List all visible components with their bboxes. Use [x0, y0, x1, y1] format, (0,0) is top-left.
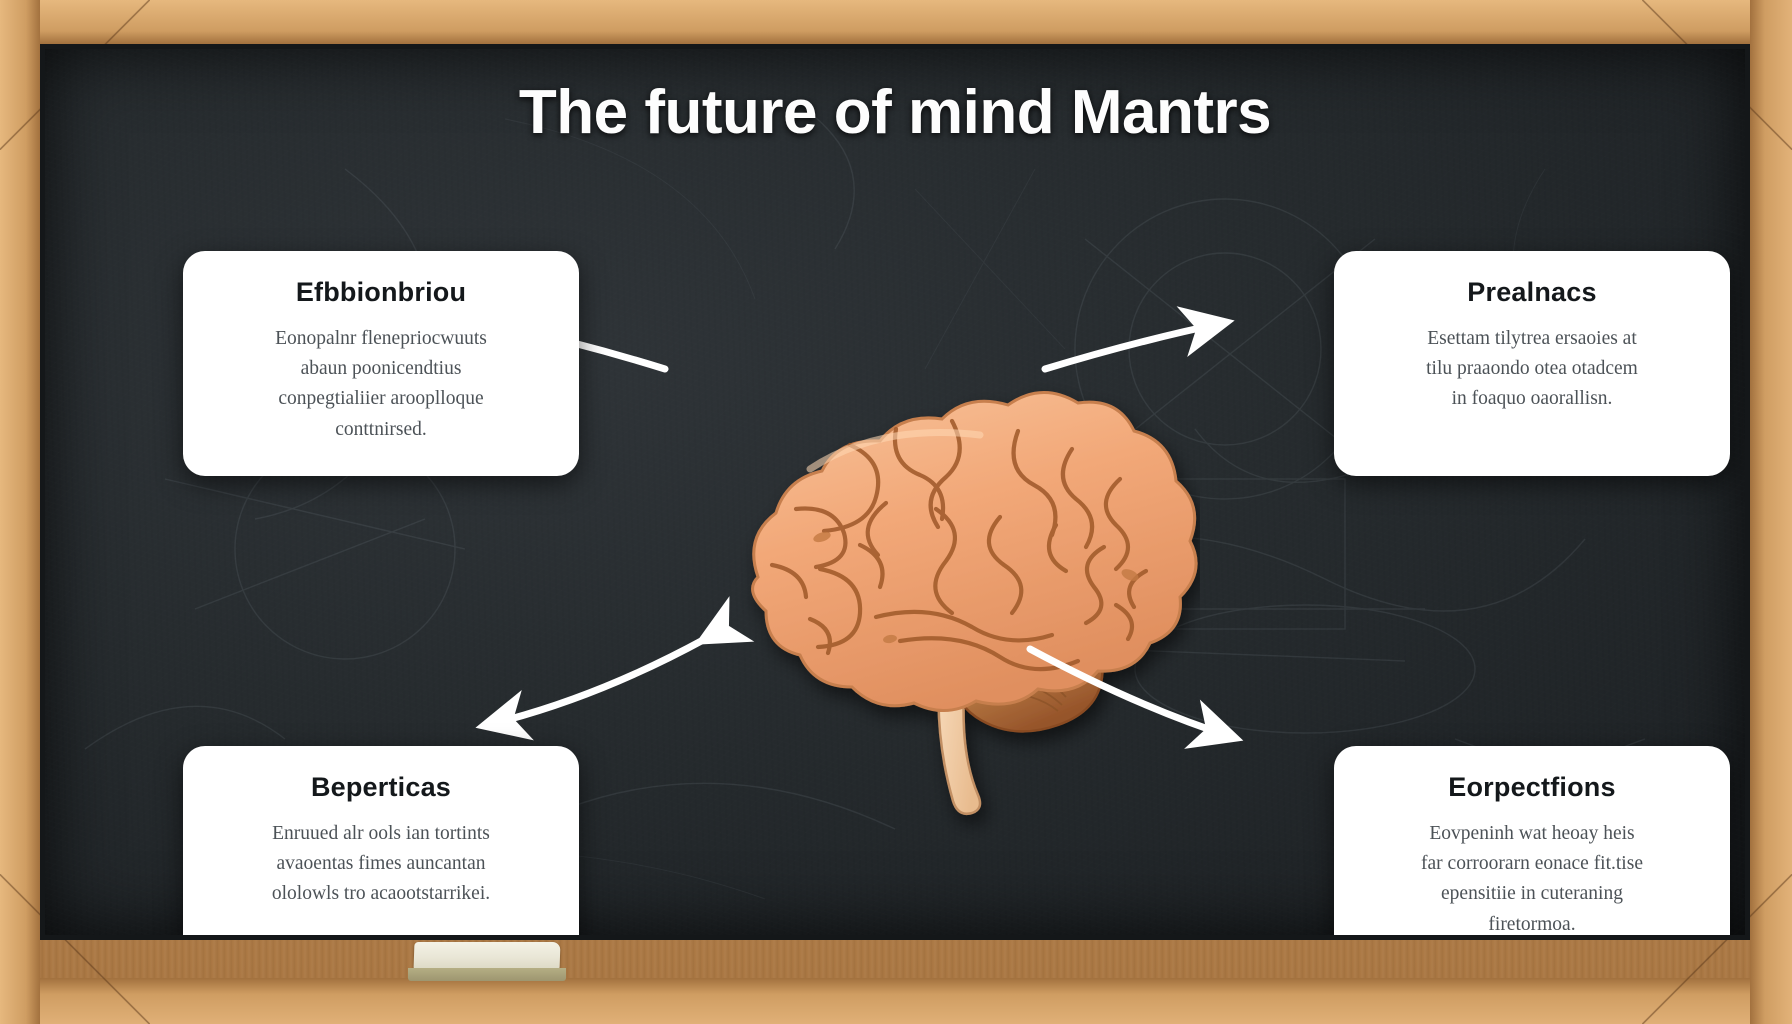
arrow-to-bottom-left	[475, 596, 755, 741]
brain-dimples	[813, 531, 1139, 644]
card-line: Esettam tilytrea ersaoies at	[1427, 328, 1637, 349]
frame-rail-left	[0, 0, 40, 1024]
card-body-bottom-left: Enruued alr ools ian tortints avaoentas …	[217, 819, 545, 910]
eraser-body	[413, 942, 561, 970]
card-line: firetormoa.	[1488, 913, 1576, 935]
frame-rail-bottom	[0, 978, 1792, 1024]
chalkboard-eraser[interactable]	[408, 942, 566, 982]
card-line: Eonopalnr flenepriocwuuts	[275, 328, 487, 349]
eraser-felt	[408, 968, 566, 981]
brain-illustration	[751, 391, 1198, 815]
card-body-bottom-right: Eovpeninh wat heoay heis far corroorarn …	[1368, 819, 1696, 935]
card-title-bottom-right: Eorpectfions	[1448, 772, 1616, 802]
arrow-to-top-right	[1041, 306, 1235, 373]
card-line: conttnirsed.	[335, 418, 427, 440]
chalkboard-surface: The future of mind Mantrs	[40, 44, 1750, 940]
card-body-top-right: Esettam tilytrea ersaoies at tilu praaon…	[1368, 324, 1696, 415]
info-card-top-right[interactable]: Prealnacs Esettam tilytrea ersaoies at t…	[1334, 251, 1730, 476]
brain-sulci	[769, 418, 1149, 672]
card-line: in foaquo oaorallisn.	[1451, 388, 1613, 410]
card-line: avaoentas fimes auncantan	[276, 853, 486, 875]
brain-highlight	[806, 429, 984, 473]
card-title-top-right: Prealnacs	[1467, 277, 1597, 307]
card-line: abaun poonicendtius	[300, 358, 462, 380]
card-line: Eovpeninh wat heoay heis	[1429, 823, 1635, 844]
info-card-top-left[interactable]: Efbbionbriou Eonopalnr flenepriocwuuts a…	[183, 251, 579, 476]
card-line: far corroorarn eonace fit.tise	[1421, 853, 1643, 875]
card-line: epensitiie in cuteraning	[1441, 883, 1623, 905]
card-title-bottom-left: Beperticas	[310, 772, 452, 802]
card-line: Enruued alr ools ian tortints	[272, 823, 490, 844]
card-title-top-left: Efbbionbriou	[295, 277, 467, 307]
card-line: ololowls tro acaootstarrikei.	[271, 883, 491, 905]
frame-rail-right	[1750, 0, 1792, 1024]
info-card-bottom-right[interactable]: Eorpectfions Eovpeninh wat heoay heis fa…	[1334, 746, 1730, 935]
page-title: The future of mind Mantrs	[518, 78, 1272, 147]
card-line: conpegtialiier arooplloque	[278, 388, 484, 410]
frame-rail-top	[0, 0, 1792, 44]
card-line: tilu praaondo otea otadcem	[1426, 358, 1638, 380]
info-card-bottom-left[interactable]: Beperticas Enruued alr ools ian tortints…	[183, 746, 579, 935]
card-body-top-left: Eonopalnr flenepriocwuuts abaun poonicen…	[217, 324, 545, 445]
